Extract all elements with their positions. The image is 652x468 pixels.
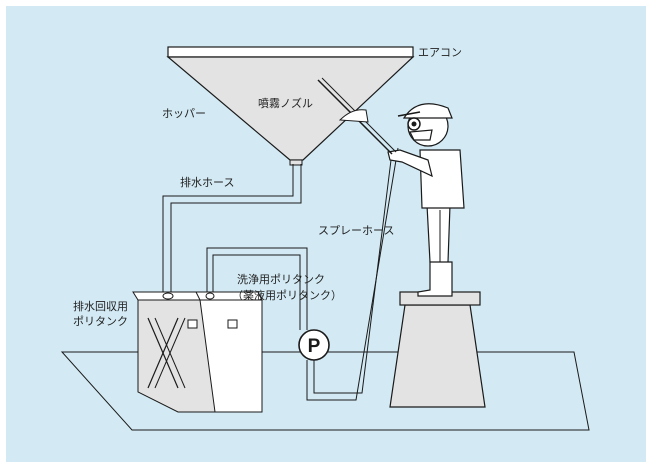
operator	[387, 103, 465, 297]
drain-tank	[132, 291, 216, 413]
drain-tank-label-2: ポリタンク	[73, 315, 128, 328]
drain-tank-label-1: 排水回収用	[73, 299, 128, 313]
pump-label: P	[308, 336, 321, 357]
aircon-unit	[167, 46, 414, 58]
pedestal	[389, 291, 486, 408]
drain-hose-inner	[170, 164, 302, 300]
drain-hose	[162, 164, 294, 300]
wash-tank-label-2: （薬液用ポリタンク）	[232, 288, 342, 302]
spray-hose-label: スプレーホース	[318, 224, 394, 237]
wash-tank	[195, 291, 263, 413]
wash-hose	[206, 247, 308, 330]
hopper	[166, 56, 415, 161]
nozzle-label: 噴霧ノズル	[258, 96, 313, 110]
hopper-outlet	[289, 159, 303, 166]
wash-hose-inner	[212, 254, 301, 330]
drain-hose-label: 排水ホース	[180, 175, 234, 189]
nozzle-wand	[317, 77, 397, 155]
spray-hose-inner	[313, 151, 393, 394]
wash-tank-label-1: 洗浄用ポリタンク	[237, 272, 325, 286]
hopper-label: ホッパー	[162, 107, 206, 120]
aircon-label: エアコン	[418, 46, 462, 59]
